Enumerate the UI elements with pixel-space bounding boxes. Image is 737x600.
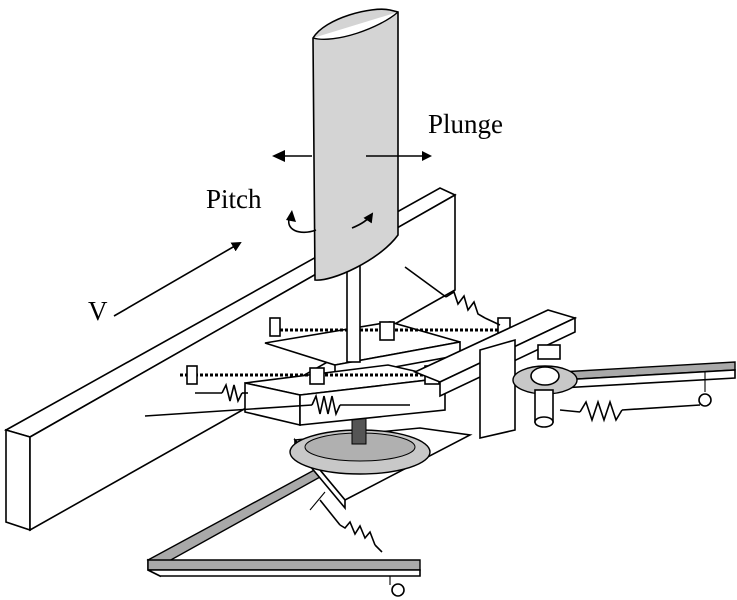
lower-support-plate — [289, 417, 473, 511]
front-spring — [144, 393, 410, 417]
upper-diagonal-spring — [404, 266, 501, 326]
right-frame-rail — [559, 361, 736, 407]
right-arm — [412, 309, 578, 440]
pulley-cam — [512, 344, 578, 428]
left-spring — [195, 382, 248, 404]
right-spring — [559, 399, 701, 423]
velocity-arrow — [113, 241, 242, 317]
lower-spring — [309, 491, 383, 553]
pitch-arrow — [286, 210, 374, 234]
plunge-arrow — [272, 150, 432, 162]
lower-frame-rail — [146, 447, 421, 597]
pitch-label: Pitch — [206, 184, 262, 214]
airfoil-wing — [312, 8, 399, 281]
plunge-label: Plunge — [428, 109, 503, 139]
velocity-label: V — [88, 296, 108, 326]
